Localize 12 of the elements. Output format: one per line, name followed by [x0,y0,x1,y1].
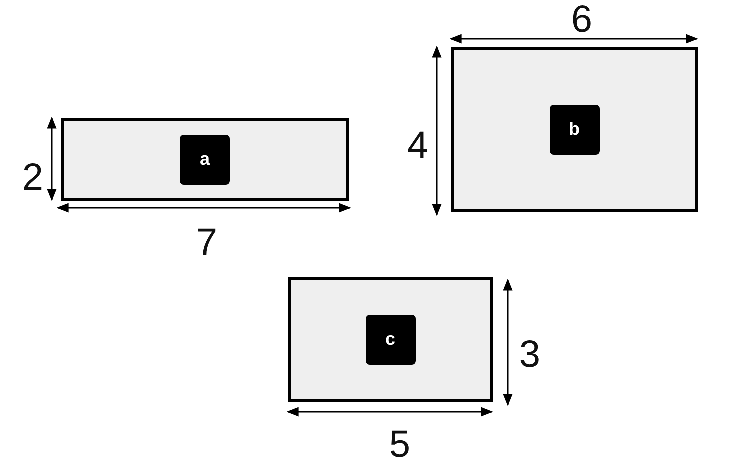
rectangle [451,47,698,212]
rectangle [288,277,493,402]
dimension-value: 3 [519,336,541,374]
dimension-value: 7 [196,224,218,262]
rectangle [61,118,349,201]
shape-label: b [550,104,600,154]
dimension-value: 5 [389,426,411,463]
dimension-value: 4 [407,127,429,165]
shape-label: c [366,314,416,364]
shape-label: a [180,134,230,184]
dimension-value: 2 [22,159,44,197]
dimension-value: 6 [571,1,593,39]
